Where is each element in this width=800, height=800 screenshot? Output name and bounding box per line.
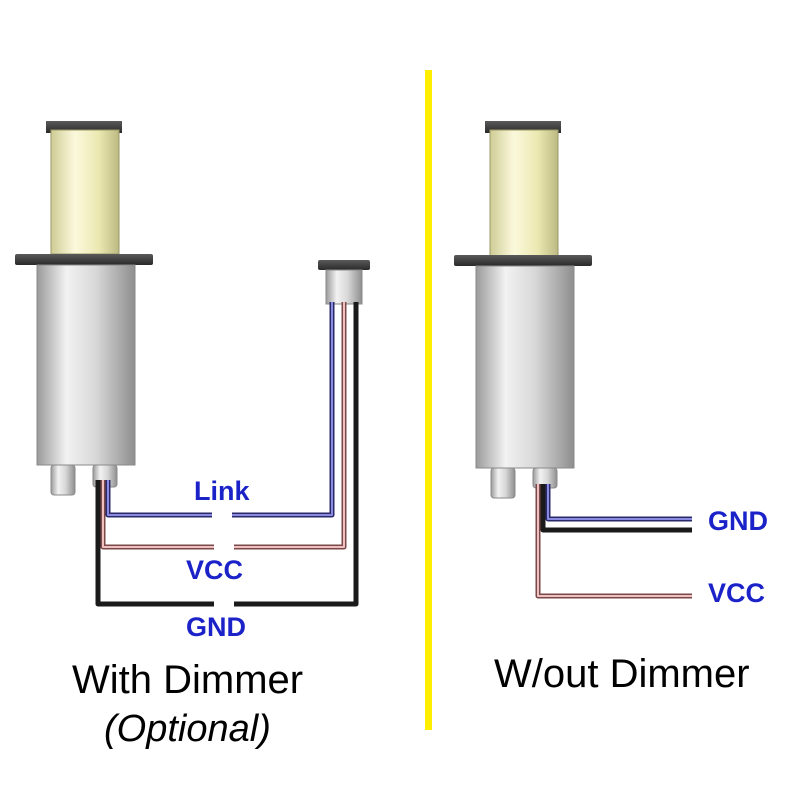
with-dimmer-title: With Dimmer	[72, 658, 304, 702]
left-wires	[95, 302, 359, 607]
left-vcc-label: VCC	[186, 555, 244, 585]
left-gnd-label: GND	[186, 612, 246, 642]
right-lamp	[454, 121, 592, 499]
vcc-wire-dimmer-core	[234, 302, 345, 548]
without-dimmer-title: W/out Dimmer	[494, 652, 750, 696]
lamp-flange	[454, 255, 592, 266]
lamp-body	[36, 264, 136, 466]
lamp-lens	[489, 129, 559, 257]
dimmer-switch	[318, 260, 370, 305]
gnd-wire-dimmer	[234, 302, 359, 607]
vcc-wire-lamp-core	[102, 480, 214, 548]
link-wire-lamp-core	[107, 480, 212, 516]
lamp-terminal	[50, 464, 76, 496]
vcc-wire	[535, 484, 692, 599]
vcc-wire-dimmer	[234, 302, 347, 550]
dimmer-body	[325, 269, 363, 305]
lamp-flange	[15, 254, 153, 265]
lamp-terminal	[490, 467, 516, 499]
link-label: Link	[194, 476, 250, 506]
panel-divider	[425, 70, 432, 730]
link-wire-dimmer-core	[232, 302, 333, 516]
left-lamp	[15, 121, 153, 496]
right-gnd-label: GND	[708, 506, 768, 536]
blue-wire-core	[547, 484, 692, 520]
optional-subtitle: (Optional)	[104, 708, 271, 750]
gnd-wire	[540, 484, 692, 533]
vcc-wire-core	[537, 484, 692, 597]
right-vcc-label: VCC	[708, 578, 766, 608]
dimmer-flange	[318, 260, 370, 270]
blue-wire	[545, 484, 692, 522]
lamp-lens	[50, 129, 120, 255]
lamp-body	[475, 265, 575, 469]
gnd-wire-lamp	[95, 480, 214, 607]
right-wires	[535, 484, 692, 599]
